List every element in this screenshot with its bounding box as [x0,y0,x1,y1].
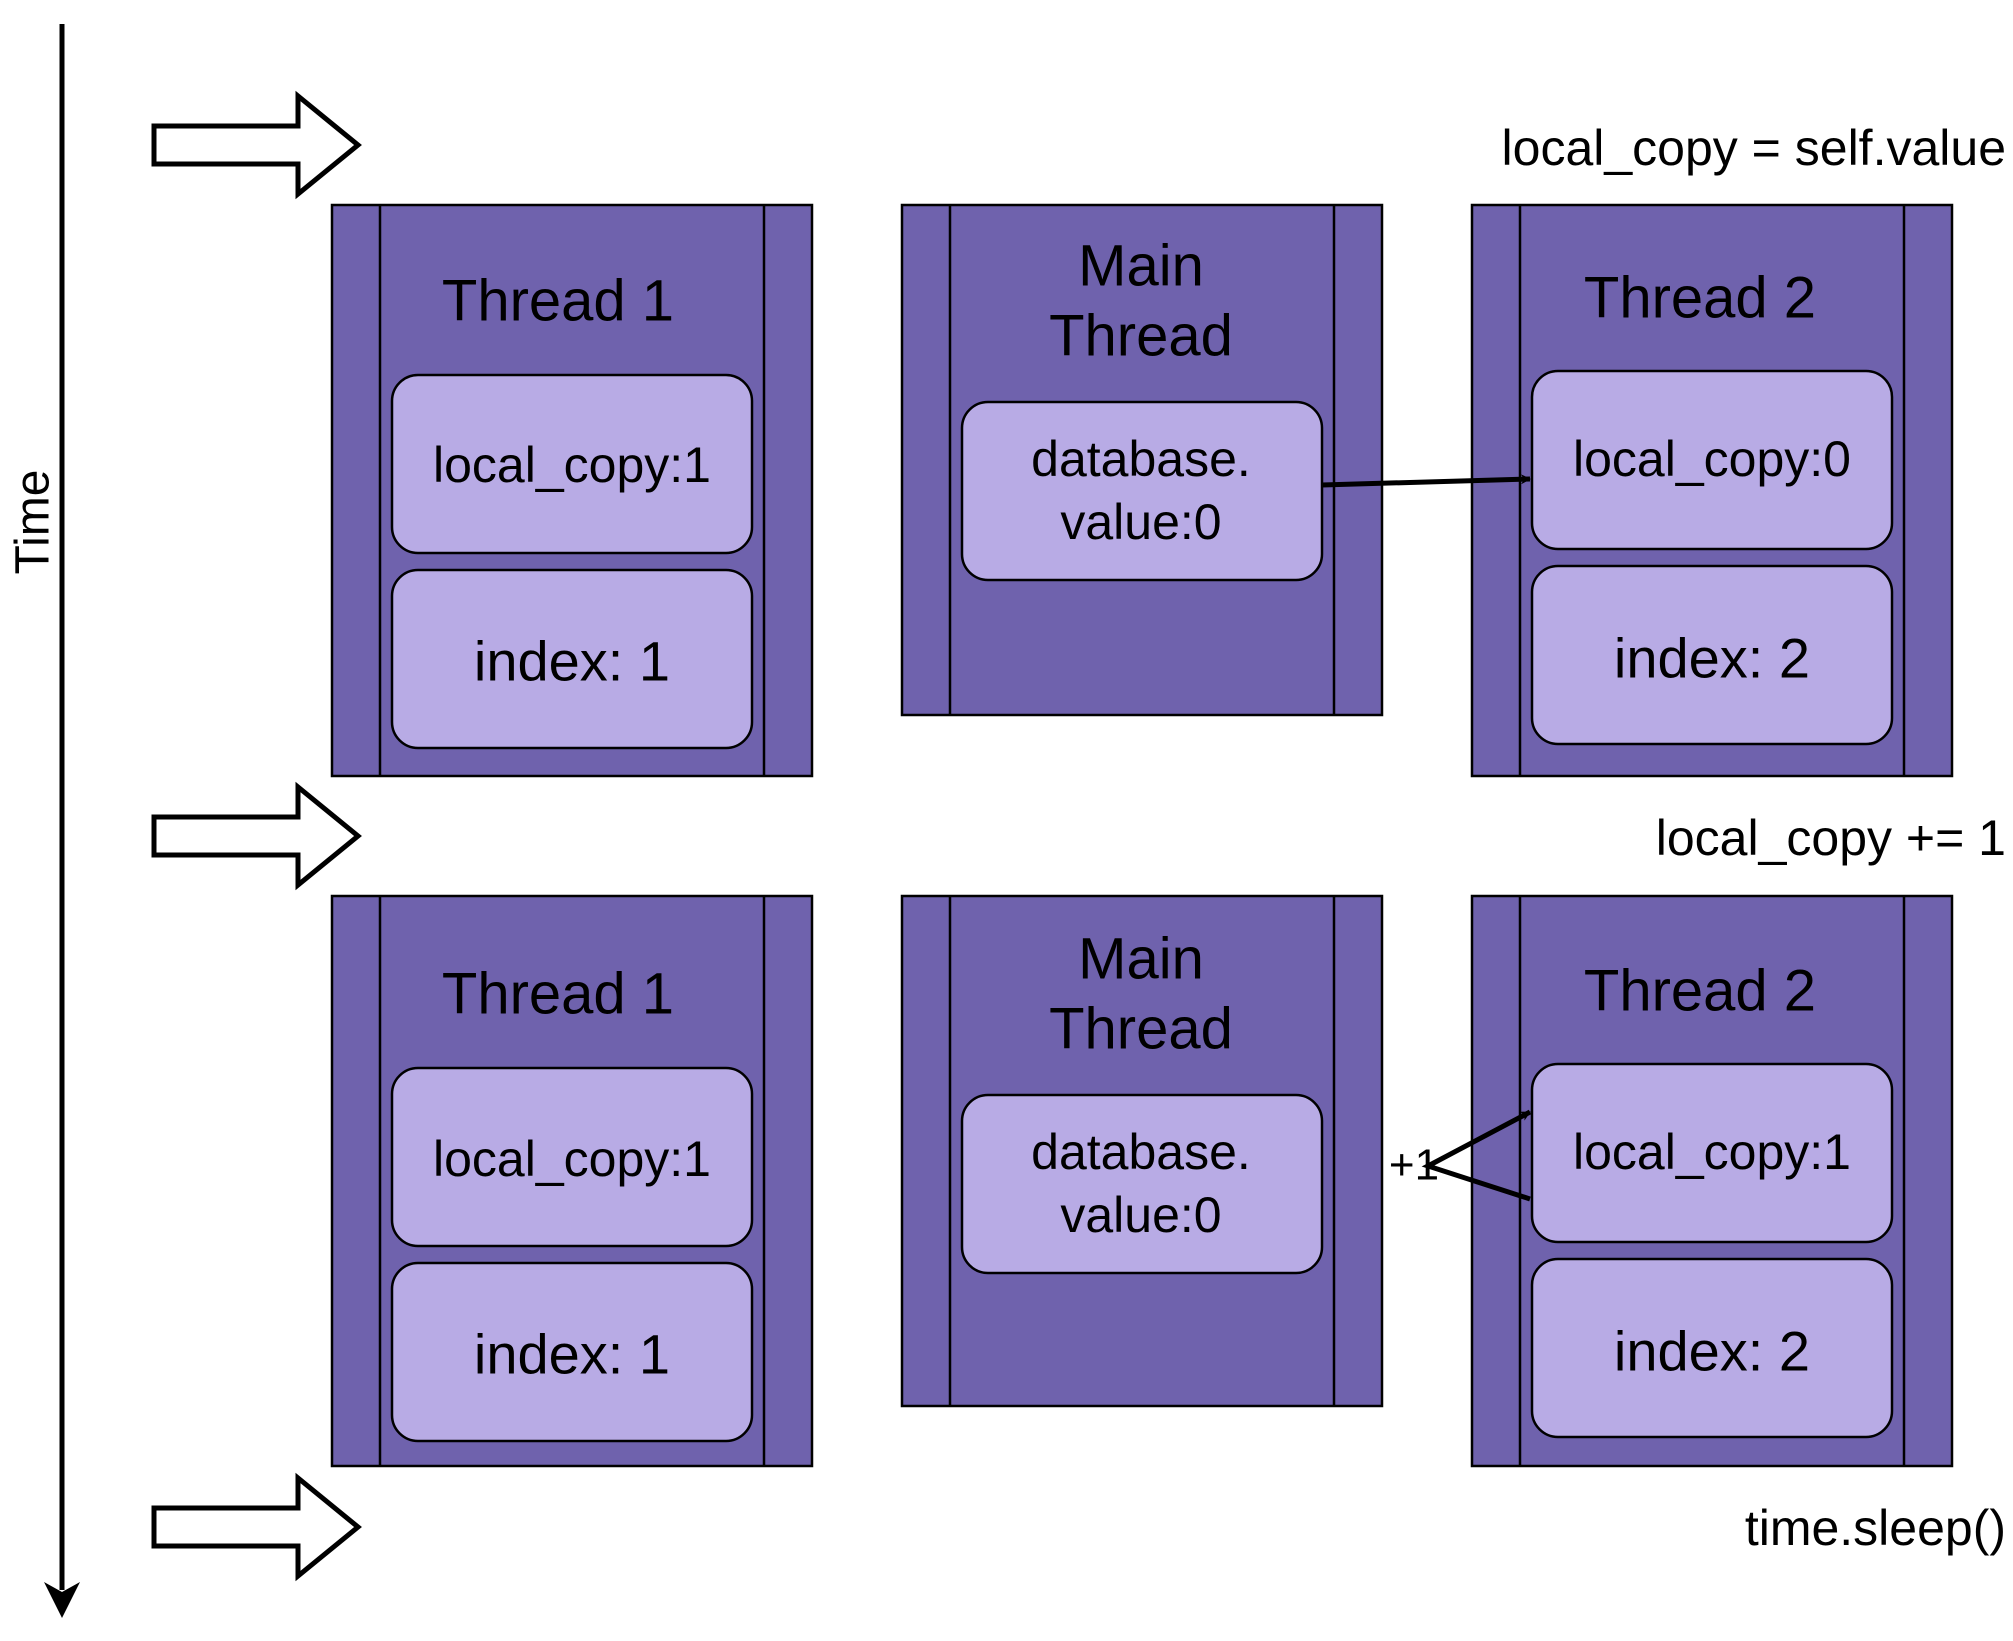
step-code-label: local_copy = self.value [1502,120,2006,176]
increment-label: +1 [1389,1141,1439,1190]
step-arrows [151,90,362,1582]
database-value-line1: database. [1031,431,1251,487]
time-arrowhead-icon [44,1582,80,1618]
local-copy-value: local_copy:1 [433,437,711,493]
thread-1-title: Thread 1 [442,962,674,1027]
local-copy-box [1530,1062,1894,1244]
main-thread-title-line2: Thread [1049,304,1233,369]
step-code-label: local_copy += 1 [1656,810,2006,866]
step-arrow-icon [151,781,362,891]
thread-2-process: Thread 2 local_copy:1 index: 2 [1470,894,1954,1468]
step-arrow-icon [151,90,362,200]
main-thread-process: Main Thread database. value:0 [900,894,1384,1408]
thread-1-process: Thread 1 local_copy:1 index: 1 [330,894,814,1468]
index-value: index: 1 [474,1323,670,1386]
thread-2-process: Thread 2 local_copy:0 index: 2 [1470,203,1954,778]
copy-value-arrow [1321,474,1531,488]
thread-2-title: Thread 2 [1584,266,1816,331]
main-thread-title-line1: Main [1078,927,1204,992]
local-copy-box [390,373,754,555]
main-thread-process: Main Thread database. value:0 [900,203,1384,717]
index-box [1530,564,1894,746]
step-arrow-icon [151,1472,362,1582]
main-thread-title-line2: Thread [1049,997,1233,1062]
time-axis-label: Time [7,470,60,575]
thread-1-title: Thread 1 [442,269,674,334]
index-box [390,1261,754,1443]
local-copy-value: local_copy:1 [433,1131,711,1187]
time-axis: Time [7,24,80,1618]
index-box [1530,1257,1894,1439]
main-thread-title-line1: Main [1078,234,1204,299]
database-value-box [960,400,1324,582]
database-value-line2: value:0 [1060,1187,1221,1243]
index-box [390,568,754,750]
local-copy-value: local_copy:1 [1573,1124,1851,1180]
local-copy-value: local_copy:0 [1573,431,1851,487]
database-value-box [960,1093,1324,1275]
local-copy-box [390,1066,754,1248]
index-value: index: 2 [1614,1320,1810,1383]
thread-1-process: Thread 1 local_copy:1 index: 1 [330,203,814,778]
index-value: index: 2 [1614,627,1810,690]
thread-2-title: Thread 2 [1584,959,1816,1024]
database-value-line1: database. [1031,1124,1251,1180]
step-code-label: time.sleep() [1745,1500,2006,1556]
database-value-line2: value:0 [1060,494,1221,550]
index-value: index: 1 [474,630,670,693]
local-copy-box [1530,369,1894,551]
increment-loop: +1 [1389,1109,1532,1202]
